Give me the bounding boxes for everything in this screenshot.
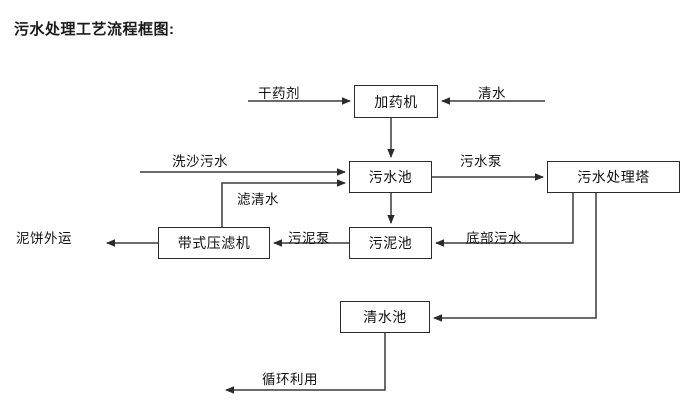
node-label: 污泥池 — [368, 235, 413, 251]
node-sludge-pool[interactable]: 污泥池 — [349, 227, 432, 259]
edge-label-clean-water: 清水 — [478, 86, 506, 101]
node-label: 污水池 — [368, 169, 413, 185]
edge-label-sludge-pump: 污泥泵 — [288, 231, 330, 246]
node-label: 带式压滤机 — [177, 235, 251, 251]
node-label: 污水处理塔 — [577, 169, 650, 185]
edge-label-bottom-sewage: 底部污水 — [466, 231, 522, 246]
node-clear-water-pool[interactable]: 清水池 — [340, 301, 430, 333]
edge-label-dry-chemical: 干药剂 — [258, 86, 300, 101]
edge-tower-to-clear-water-pool — [433, 193, 597, 322]
node-treatment-tower[interactable]: 污水处理塔 — [547, 161, 680, 193]
edge-filtered-water-to-wastewater-pool — [221, 179, 346, 227]
terminal-label-mud-cake-out: 泥饼外运 — [16, 231, 72, 246]
node-wastewater-pool[interactable]: 污水池 — [349, 161, 432, 193]
edge-clear-water-pool-to-recycle — [225, 333, 386, 394]
node-belt-filter-press[interactable]: 带式压滤机 — [158, 227, 270, 259]
edge-label-sand-wash-water: 洗沙污水 — [172, 154, 228, 169]
edge-label-recycle-use: 循环利用 — [262, 372, 318, 387]
edge-label-sewage-pump: 污水泵 — [460, 154, 502, 169]
node-dosing-machine[interactable]: 加药机 — [354, 85, 438, 118]
edge-tower-bottom-sewage-to-sludge-pool — [435, 193, 574, 247]
node-label: 加药机 — [374, 93, 418, 110]
edge-label-filtered-water: 滤清水 — [237, 192, 279, 207]
node-label: 清水池 — [363, 309, 407, 325]
page-title: 污水处理工艺流程框图: — [14, 21, 175, 38]
